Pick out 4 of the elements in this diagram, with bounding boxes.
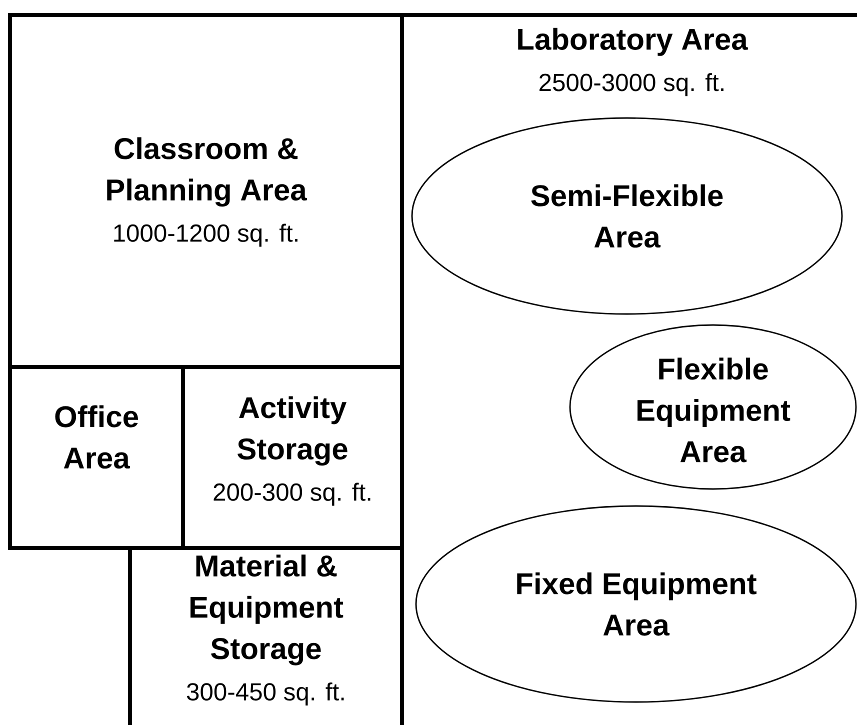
room-box: Office Area bbox=[8, 365, 185, 550]
room-box: Activity Storage 200-300 sq. ft. bbox=[181, 365, 404, 550]
room-box: Classroom & Planning Area 1000-1200 sq. ft. bbox=[8, 13, 404, 369]
room-box: Material & Equipment Storage 300-450 sq. ft. bbox=[128, 546, 404, 725]
